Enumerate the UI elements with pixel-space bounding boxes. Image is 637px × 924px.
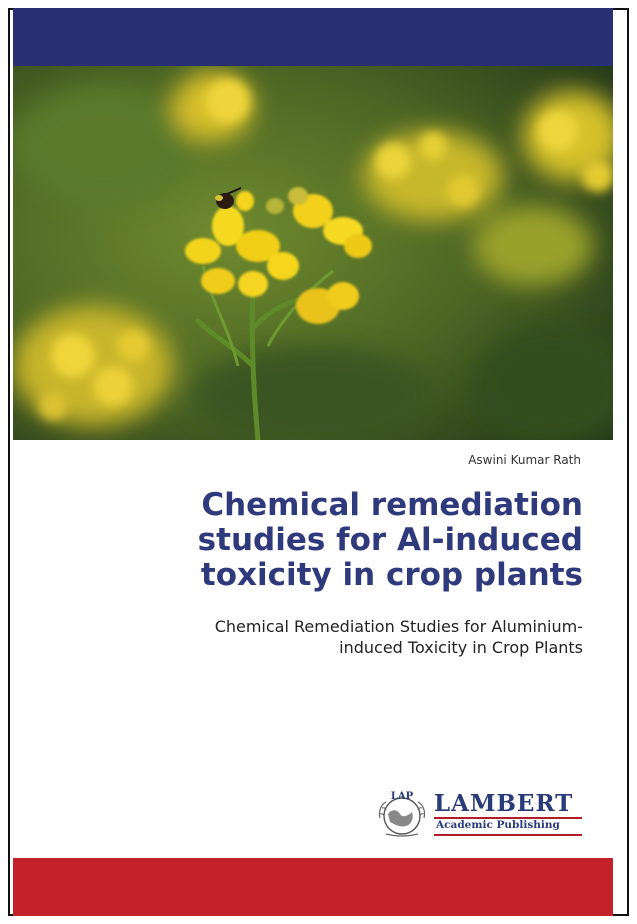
publisher-rule [434, 817, 582, 819]
publisher-logo: LAP LAMBERT Academic Publishing [372, 788, 582, 838]
bottom-color-band [13, 858, 613, 916]
top-color-band [13, 8, 613, 66]
title-line: studies for Al-induced [197, 522, 583, 558]
subtitle-line: induced Toxicity in Crop Plants [339, 638, 583, 657]
yellow-flower-photo [13, 66, 613, 440]
publisher-tagline: Academic Publishing [436, 819, 560, 831]
globe-emblem-icon: LAP [372, 788, 432, 838]
book-subtitle: Chemical Remediation Studies for Alumini… [123, 616, 583, 658]
title-line: Chemical remediation [201, 487, 583, 523]
title-line: toxicity in crop plants [200, 557, 583, 593]
publisher-name: LAMBERT [434, 790, 574, 817]
publisher-rule [434, 834, 582, 836]
cover-photo [13, 66, 613, 440]
emblem-text: LAP [391, 791, 414, 802]
author-name: Aswini Kumar Rath [468, 453, 581, 467]
book-title: Chemical remediation studies for Al-indu… [163, 488, 583, 593]
subtitle-line: Chemical Remediation Studies for Alumini… [214, 617, 583, 636]
